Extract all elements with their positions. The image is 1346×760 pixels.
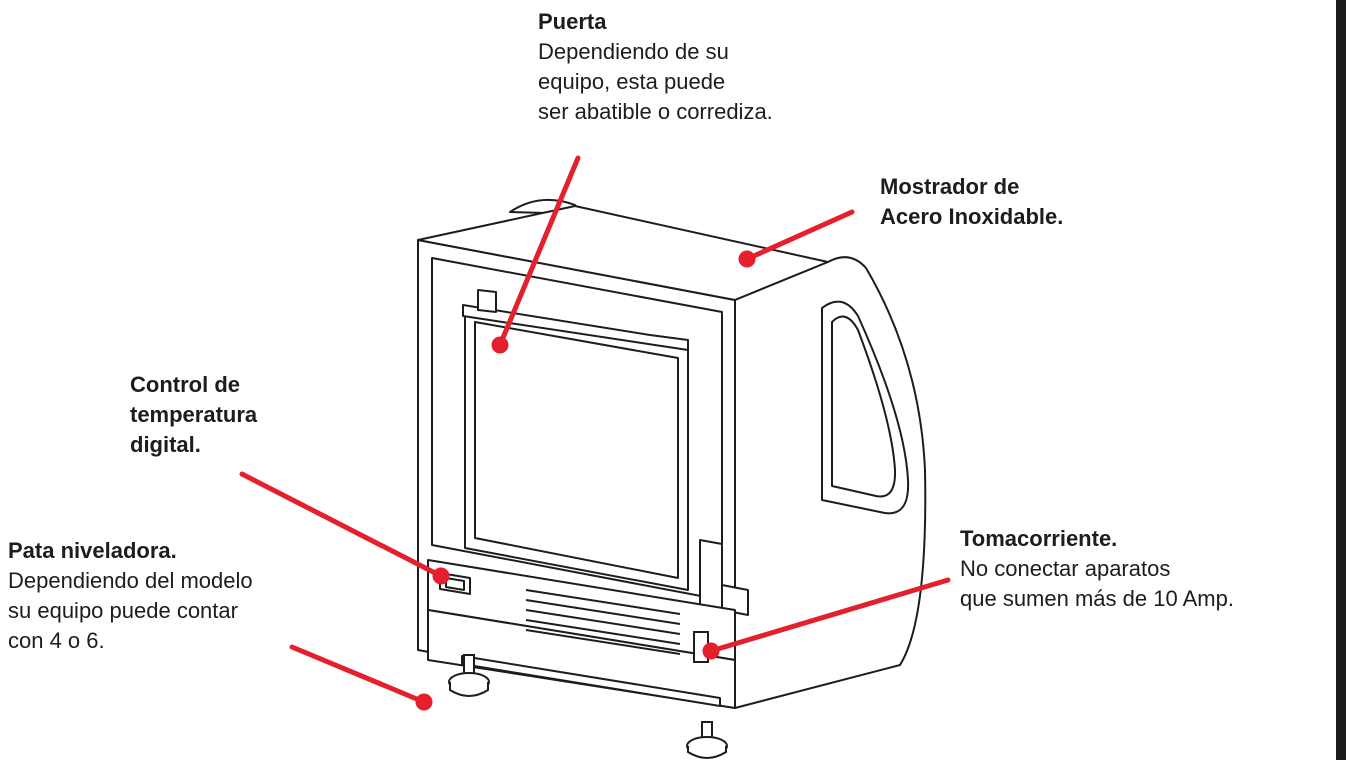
tomacorriente-line-1: No conectar aparatos <box>960 556 1171 581</box>
control-line-1: Control de <box>130 372 240 397</box>
tomacorriente-leader-line <box>708 577 951 654</box>
mostrador-line-1: Mostrador de <box>880 174 1020 199</box>
control-line-3: digital. <box>130 432 201 457</box>
control-leader-line <box>239 471 444 579</box>
pata-line-2: su equipo puede contar <box>8 598 238 623</box>
mostrador-callout: Mostrador de Acero Inoxidable. <box>880 172 1063 232</box>
puerta-line-1: Dependiendo de su <box>538 39 729 64</box>
puerta-leader-dot <box>491 336 509 354</box>
pata-line-1: Dependiendo del modelo <box>8 568 253 593</box>
pata-line-3: con 4 o 6. <box>8 628 105 653</box>
mostrador-leader-dot <box>738 250 756 268</box>
tomacorriente-leader-dot <box>702 642 720 660</box>
tomacorriente-callout: Tomacorriente. No conectar aparatos que … <box>960 524 1234 614</box>
tomacorriente-line-2: que sumen más de 10 Amp. <box>960 586 1234 611</box>
mostrador-leader-line <box>744 209 855 262</box>
control-line-2: temperatura <box>130 402 258 427</box>
control-leader-dot <box>432 567 450 585</box>
puerta-leader-line <box>497 155 581 348</box>
puerta-callout: Puerta Dependiendo de su equipo, esta pu… <box>538 7 773 127</box>
pata-leader-line <box>289 644 427 705</box>
puerta-title: Puerta <box>538 9 607 34</box>
puerta-line-3: ser abatible o corrediza. <box>538 99 773 124</box>
puerta-line-2: equipo, esta puede <box>538 69 726 94</box>
pata-leader-dot <box>415 693 433 711</box>
control-callout: Control de temperatura digital. <box>130 370 257 460</box>
pata-title: Pata niveladora. <box>8 538 177 563</box>
tomacorriente-title: Tomacorriente. <box>960 526 1118 551</box>
right-frame-border <box>1336 0 1346 760</box>
mostrador-line-2: Acero Inoxidable. <box>880 204 1064 229</box>
pata-callout: Pata niveladora. Dependiendo del modelo … <box>8 536 253 656</box>
